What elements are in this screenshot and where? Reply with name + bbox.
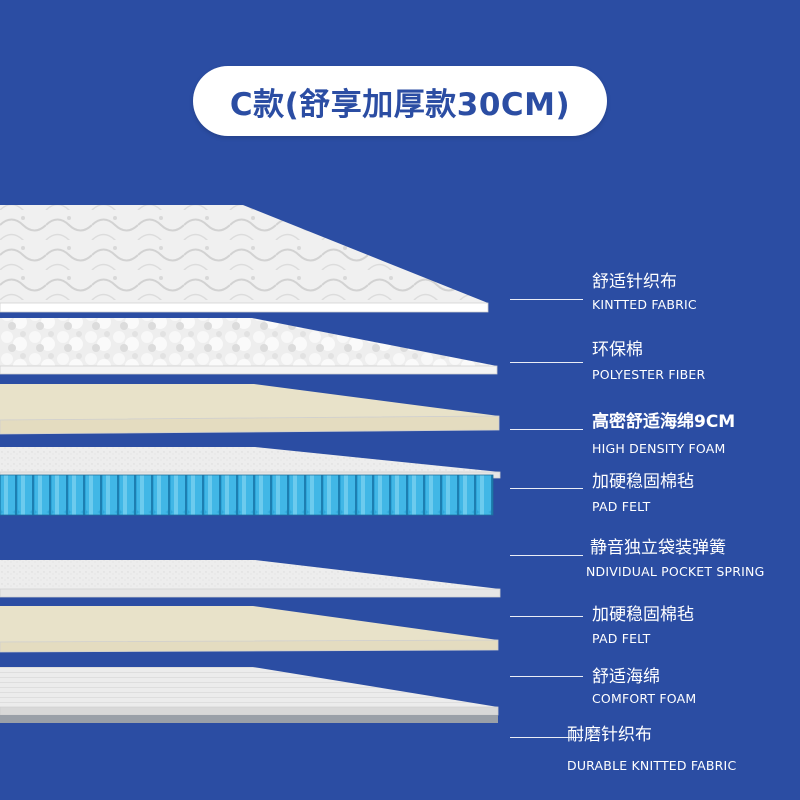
leader-line [510,362,583,363]
layer-top-face [0,318,497,366]
layer-front-edge [0,588,501,598]
layer-top-face [0,560,500,589]
layer-top-face [0,606,498,642]
leader-line [510,616,583,617]
layer-name-en: PAD FELT [592,499,651,514]
layer-name-en: POLYESTER FIBER [592,367,706,382]
mattress-layer-2 [0,318,498,375]
layer-front-edge [0,302,489,313]
leader-line [510,737,583,738]
mattress-layer-8 [0,667,499,723]
layer-front-edge [0,706,499,716]
layer-front-edge [0,365,498,375]
mattress-layer-1 [0,205,489,313]
layer-top-face [0,667,498,707]
layer-top-face [0,384,499,420]
mattress-layer-5 [0,474,494,516]
layer-name-en: KINTTED FABRIC [592,297,697,312]
layer-name-cn: 舒适海绵 [592,667,660,687]
layer-name-cn: 高密舒适海绵9CM [592,412,736,432]
layer-name-cn: 加硬稳固棉毡 [592,472,694,492]
layer-name-en: NDIVIDUAL POCKET SPRING [586,564,765,579]
layer-top-face [0,205,488,303]
layer-top-face [0,447,500,472]
layer-name-en: PAD FELT [592,631,651,646]
leader-line [510,488,583,489]
layer-name-cn: 加硬稳固棉毡 [592,605,694,625]
layer-name-cn: 舒适针织布 [592,272,677,292]
mattress-layer-6 [0,560,501,598]
layer-bottom-stripe [0,715,498,723]
leader-line [510,429,583,430]
layer-name-en: HIGH DENSITY FOAM [592,441,726,456]
leader-line [510,676,583,677]
layer-name-en: COMFORT FOAM [592,691,697,706]
layer-front-edge [0,415,500,435]
mattress-layer-7 [0,606,499,653]
page-title: C款(舒享加厚款30CM) [193,66,607,136]
layer-name-cn: 静音独立袋装弹簧 [590,538,726,558]
layer-name-en: DURABLE KNITTED FABRIC [567,758,737,773]
leader-line [510,299,583,300]
mattress-layer-4 [0,447,501,479]
layer-name-cn: 耐磨针织布 [567,725,652,745]
layer-name-cn: 环保棉 [592,340,643,360]
leader-line [510,555,583,556]
layer-front-edge [0,474,494,516]
layer-front-edge [0,639,499,653]
mattress-layer-3 [0,384,500,435]
